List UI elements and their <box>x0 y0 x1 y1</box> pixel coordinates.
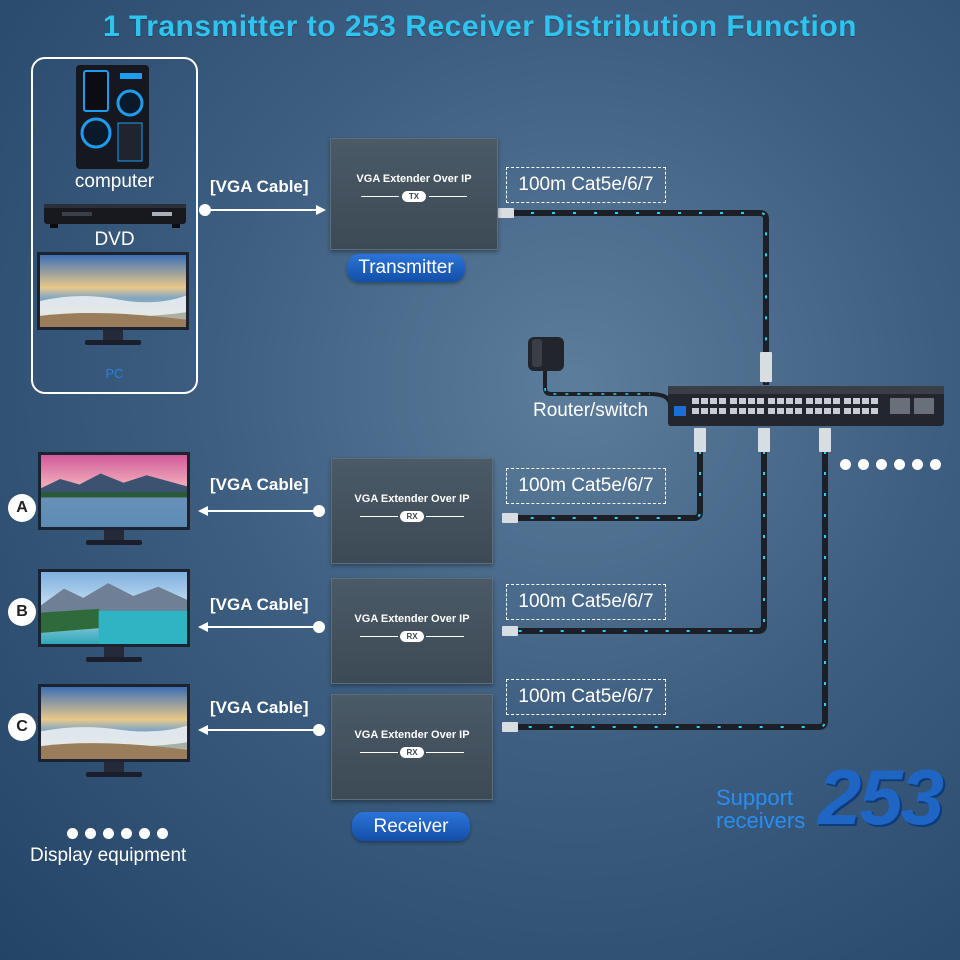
support-line2: receivers <box>716 808 806 833</box>
cat-cable-a <box>502 428 706 523</box>
display-b-screen <box>38 569 190 647</box>
more-displays-dots <box>67 826 175 844</box>
rx-a-tag: RX <box>400 511 424 522</box>
vga-arrow-tx <box>199 204 326 216</box>
router-power-cable <box>543 365 672 406</box>
display-a-screen <box>38 452 190 530</box>
vga-cable-label-a: [VGA Cable] <box>210 475 309 494</box>
pc-monitor <box>37 252 189 347</box>
cat-cable-tx <box>498 208 772 385</box>
display-c-monitor <box>38 684 190 779</box>
computer-label: computer <box>74 171 155 192</box>
vga-arrow-c <box>198 724 325 736</box>
computer-tower-icon <box>76 65 149 169</box>
pc-screen-image <box>37 252 189 330</box>
tx-model-label: VGA Extender Over IP <box>356 173 472 185</box>
dvd-label: DVD <box>94 229 135 250</box>
receiver-b-device: VGA Extender Over IP RX <box>331 578 493 684</box>
display-b-monitor <box>38 569 190 664</box>
display-c-screen <box>38 684 190 762</box>
rx-a-model-label: VGA Extender Over IP <box>354 493 470 505</box>
vga-cable-label-tx: [VGA Cable] <box>210 177 309 196</box>
display-b-letter: B <box>8 598 36 626</box>
receiver-badge: Receiver <box>352 812 470 841</box>
cat-cable-b <box>502 428 770 636</box>
cat-cable-label-b: 100m Cat5e/6/7 <box>506 584 666 620</box>
cat-cable-c <box>502 428 831 732</box>
source-devices-box <box>31 57 198 394</box>
tx-tag: TX <box>402 191 426 202</box>
transmitter-device: VGA Extender Over IP TX <box>330 138 498 250</box>
cat-cable-label-tx: 100m Cat5e/6/7 <box>506 167 666 203</box>
receiver-a-device: VGA Extender Over IP RX <box>331 458 493 564</box>
display-a-letter: A <box>8 494 36 522</box>
display-c-letter: C <box>8 713 36 741</box>
vga-arrow-a <box>198 505 325 517</box>
cat-cable-label-a: 100m Cat5e/6/7 <box>506 468 666 504</box>
rx-b-model-label: VGA Extender Over IP <box>354 613 470 625</box>
pc-label: PC <box>105 366 124 381</box>
more-receivers-dots <box>840 457 948 475</box>
support-count: 253 <box>818 753 944 841</box>
router-label: Router/switch <box>533 400 649 421</box>
vga-cable-label-c: [VGA Cable] <box>210 698 309 717</box>
dvd-player-icon <box>44 204 186 228</box>
cat-cable-label-c: 100m Cat5e/6/7 <box>506 679 666 715</box>
rx-c-tag: RX <box>400 747 424 758</box>
display-a-monitor <box>38 452 190 547</box>
support-line1: Support <box>716 785 794 810</box>
transmitter-badge: Transmitter <box>347 254 465 282</box>
rx-c-model-label: VGA Extender Over IP <box>354 729 470 741</box>
rx-b-tag: RX <box>400 631 424 642</box>
vga-cable-label-b: [VGA Cable] <box>210 595 309 614</box>
network-switch <box>668 386 944 426</box>
receiver-c-device: VGA Extender Over IP RX <box>331 694 493 800</box>
page-title: 1 Transmitter to 253 Receiver Distributi… <box>103 10 857 43</box>
display-equipment-label: Display equipment <box>30 845 187 866</box>
power-adapter-icon <box>528 337 564 371</box>
vga-arrow-b <box>198 621 325 633</box>
